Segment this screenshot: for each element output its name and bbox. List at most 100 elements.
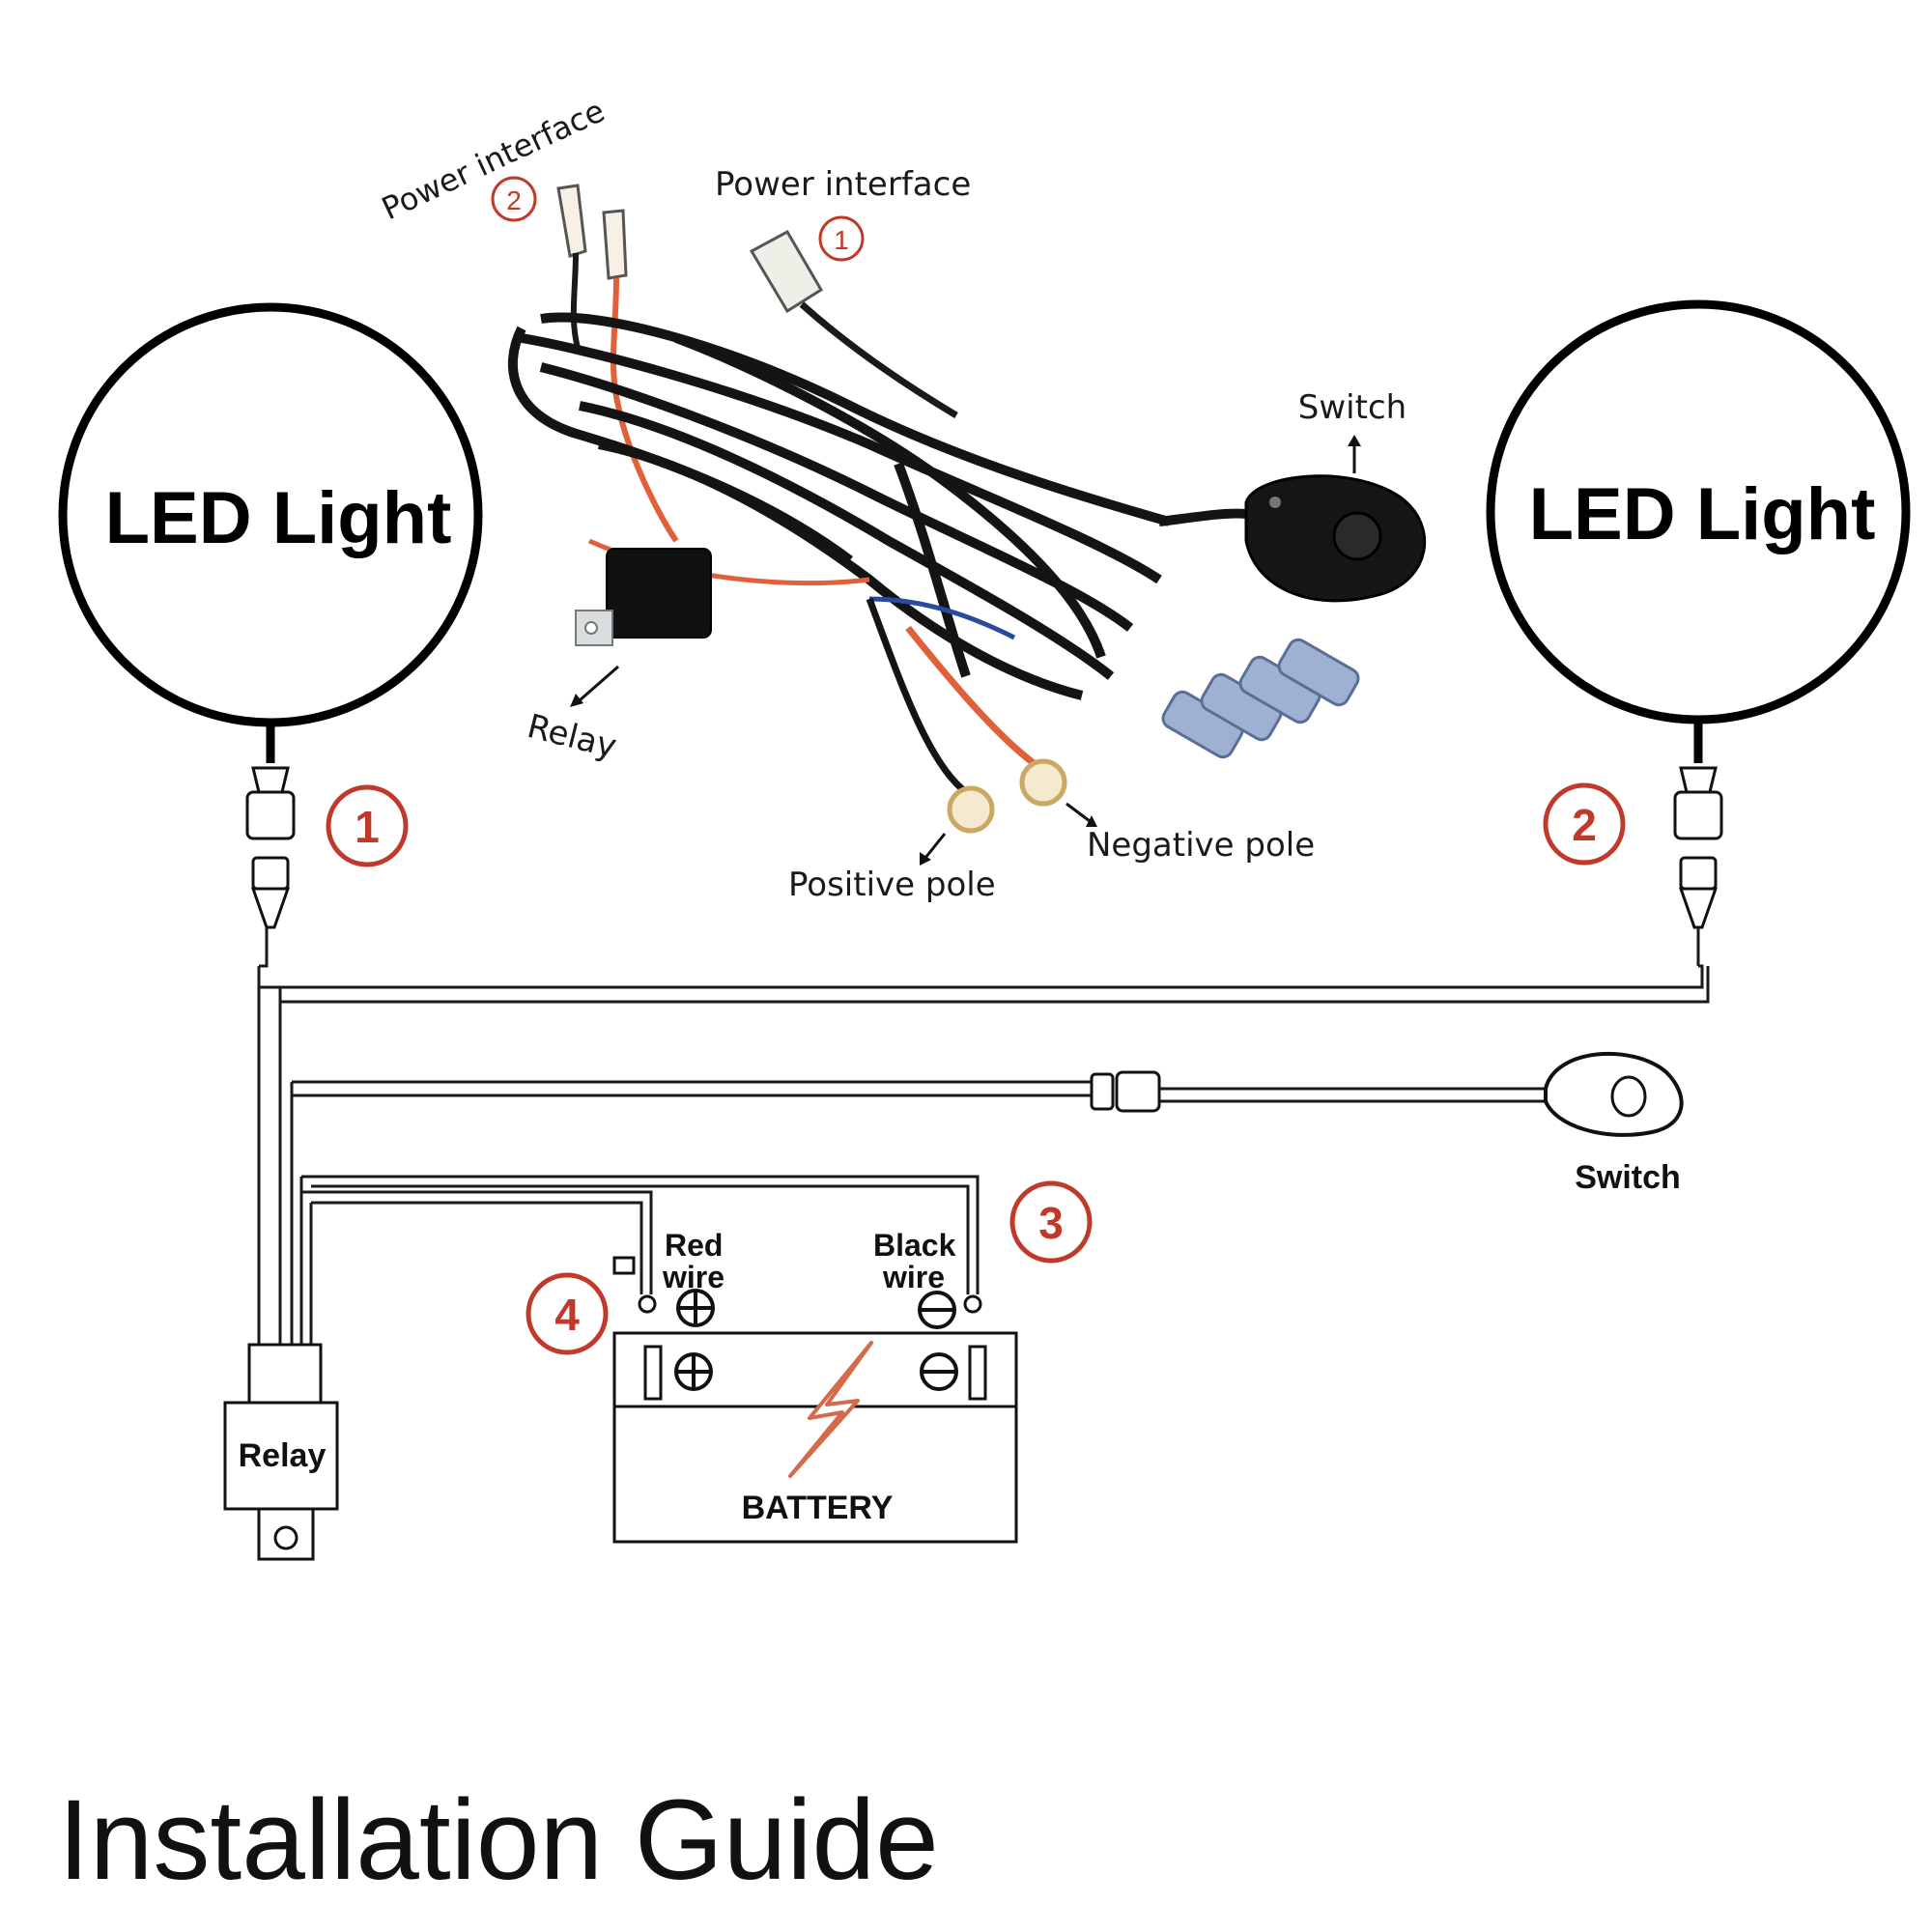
- spade-connector-a: [556, 184, 587, 258]
- callout-negative-pole: Negative pole: [1065, 802, 1315, 865]
- badge-1-number: 1: [355, 802, 380, 852]
- negative-arrow-line: [1065, 802, 1091, 823]
- power-interface-2-number: 2: [506, 185, 522, 215]
- red-wire-label-line1: Red: [665, 1228, 723, 1263]
- negative-arrow-head: [1086, 815, 1097, 827]
- callout-relay: Relay: [524, 665, 620, 766]
- harness-relay-label: Relay: [524, 707, 620, 766]
- badge-3-ring: [1009, 1180, 1093, 1264]
- schematic-relay: [223, 1343, 339, 1561]
- connector-right-socket: [1679, 856, 1718, 891]
- schematic-relay-label: Relay: [239, 1437, 327, 1474]
- coil-wire-4: [579, 401, 1115, 680]
- lamp-bus-outer: [257, 964, 1704, 989]
- switch-inline-connector: [1090, 1070, 1161, 1113]
- black-wire-run-b: [311, 1184, 970, 1294]
- power-plug-wire: [799, 301, 958, 419]
- badge-1: 1: [326, 784, 409, 867]
- red-wire-run-b: [311, 1201, 643, 1294]
- negative-pole-label: Negative pole: [1087, 826, 1315, 865]
- connector-right: [1673, 766, 1723, 929]
- positive-pole-ring: [947, 785, 995, 834]
- schematic-wires: [257, 927, 1710, 1345]
- badge-4-ring: [526, 1272, 609, 1355]
- lightning-bolt-icon: [788, 1341, 873, 1478]
- schematic-relay-body: [223, 1401, 339, 1511]
- battery-post-right: [968, 1345, 987, 1401]
- connector-left-top: [251, 766, 290, 794]
- schematic-switch-button: [1610, 1075, 1647, 1118]
- positive-pole-label: Positive pole: [788, 866, 996, 904]
- lamp-bus-inner: [280, 966, 1710, 1004]
- harness-switch: [1244, 474, 1427, 603]
- harness-switch-label: Switch: [1298, 388, 1406, 427]
- black-wire-run-a: [301, 1175, 980, 1294]
- spade-connector-b: [602, 209, 628, 280]
- battery: BATTERY: [612, 1256, 1018, 1544]
- battery-label: BATTERY: [742, 1490, 894, 1526]
- positive-arrow-head: [920, 852, 931, 866]
- power-interface-1-badge: [818, 215, 865, 262]
- power-plug-body: [749, 229, 824, 314]
- harness-relay-body: [606, 548, 712, 639]
- connector-right-top: [1679, 766, 1718, 794]
- wiring-harness-illustration: [507, 184, 1427, 834]
- coil-blue-wire: [868, 596, 1016, 640]
- switch-inline-plug: [1090, 1072, 1115, 1111]
- schematic-relay-hole: [273, 1525, 298, 1550]
- connector-left-plug: [245, 790, 296, 840]
- positive-arrow-line: [923, 833, 947, 859]
- black-wire-label-line1: Black: [873, 1228, 956, 1263]
- red-wire-fuse: [612, 1256, 636, 1275]
- led-light-left-label: LED Light: [105, 477, 452, 559]
- harness-coil: [507, 312, 1247, 700]
- badge-4-number: 4: [554, 1290, 580, 1340]
- callout-power-interface-1: Power interface 1: [715, 165, 971, 262]
- harness-switch-button: [1332, 511, 1382, 561]
- led-light-right-label: LED Light: [1529, 473, 1876, 555]
- callout-positive-pole: Positive pole: [788, 833, 996, 904]
- led-light-left: LED Light: [58, 302, 483, 763]
- connector-right-plug: [1673, 790, 1723, 840]
- black-wire-label-line2: wire: [882, 1260, 945, 1294]
- connector-left-tail: [250, 887, 291, 929]
- callout-switch: Switch: [1298, 388, 1406, 473]
- schematic-switch-label: Switch: [1575, 1159, 1681, 1196]
- negative-lead-wire: [905, 625, 1037, 766]
- harness-switch-indicator: [1269, 497, 1281, 508]
- red-wire-run-a: [301, 1190, 653, 1294]
- positive-lead-wire: [866, 597, 969, 795]
- power-interface-1-connector: [749, 229, 958, 419]
- harness-relay: [575, 548, 712, 646]
- switch-lead-wire: [1158, 508, 1247, 526]
- power-interface-1-label: Power interface: [715, 165, 971, 204]
- badge-2-ring: [1543, 782, 1626, 866]
- badge-1-ring: [326, 784, 409, 867]
- spade-wire-a: [570, 252, 581, 349]
- spare-connectors: [1161, 638, 1360, 759]
- coil-wire-2: [521, 333, 1162, 584]
- switch-arrow-head: [1348, 435, 1361, 446]
- coil-wire-7: [507, 326, 853, 565]
- red-wire-label-line2: wire: [662, 1260, 724, 1294]
- black-wire-lug: [963, 1294, 982, 1314]
- connector-left-socket: [251, 856, 290, 891]
- power-interface-2-badge: [491, 176, 537, 222]
- coil-wire-6: [674, 333, 1106, 659]
- badge-2-number: 2: [1572, 800, 1597, 850]
- negative-pole-ring: [1019, 758, 1067, 807]
- relay-arrow-line: [579, 665, 619, 702]
- harness-relay-bracket-hole: [584, 621, 598, 635]
- badge-3-number: 3: [1038, 1198, 1064, 1248]
- led-light-right: LED Light: [1486, 299, 1911, 763]
- badge-3: 3: [1009, 1180, 1093, 1264]
- schematic-switch: Switch: [1544, 1051, 1684, 1196]
- schematic-relay-top: [247, 1343, 323, 1405]
- connector-right-tail: [1678, 887, 1719, 929]
- power-interface-1-number: 1: [834, 225, 849, 255]
- badge-2: 2: [1543, 782, 1626, 866]
- red-wire-lug: [638, 1294, 657, 1314]
- relay-arrow-head: [570, 694, 583, 707]
